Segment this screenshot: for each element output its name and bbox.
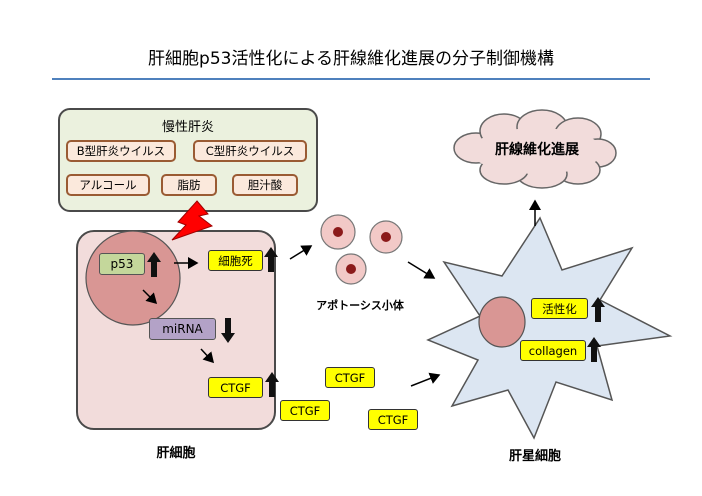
- secreted-ctgf-box: CTGF: [280, 400, 330, 421]
- cell-death-up-arrow-icon: [264, 247, 278, 272]
- hepatocyte-label: 肝細胞: [156, 446, 196, 461]
- apoptotic-body-2: [369, 220, 403, 254]
- mirna-down-arrow-icon: [221, 318, 235, 343]
- collagen-box: collagen: [520, 340, 586, 361]
- page-title: 肝細胞p53活性化による肝線維化進展の分子制御機構: [148, 49, 554, 69]
- stellate-cell: [426, 216, 673, 440]
- collagen-up-arrow-icon: [587, 337, 601, 362]
- ctgf-up-arrow-icon: [265, 372, 279, 397]
- title-divider: [52, 78, 650, 80]
- activation-up-arrow-icon: [591, 297, 605, 322]
- arrow-p53-to-mirna: [142, 289, 158, 305]
- apoptotic-body-label: アポトーシス小体: [316, 299, 404, 312]
- cause-hcv: C型肝炎ウイルス: [193, 140, 307, 162]
- cell-death-box: 細胞死: [208, 250, 263, 271]
- stellate-cell-label: 肝星細胞: [508, 449, 561, 464]
- arrow-death-to-bodies: [289, 245, 313, 260]
- hepatocyte-ctgf-box: CTGF: [208, 377, 263, 398]
- cause-alcohol: アルコール: [66, 174, 150, 196]
- arrow-bodies-to-stellate: [407, 261, 436, 279]
- mirna-box: miRNA: [149, 318, 216, 340]
- apoptotic-body-3: [335, 253, 367, 285]
- activation-box: 活性化: [531, 298, 588, 319]
- chronic-hepatitis-title: 慢性肝炎: [161, 120, 214, 135]
- cause-hbv: B型肝炎ウイルス: [66, 140, 176, 162]
- hepatocyte-nucleus: [85, 230, 181, 326]
- arrow-mirna-to-ctgf: [200, 348, 215, 364]
- secreted-ctgf-box: CTGF: [325, 367, 375, 388]
- stellate-nucleus: [478, 296, 526, 348]
- p53-up-arrow-icon: [147, 252, 161, 277]
- p53-box: p53: [99, 253, 145, 275]
- fibrosis-label: 肝線維化進展: [495, 142, 579, 158]
- cause-bile-acid: 胆汁酸: [232, 174, 298, 196]
- lightning-bolt-icon: [171, 200, 214, 241]
- apoptotic-body-1: [320, 214, 356, 250]
- secreted-ctgf-box: CTGF: [368, 409, 418, 430]
- arrow-ctgf-to-stellate: [410, 372, 441, 387]
- cause-fat: 脂肪: [161, 174, 217, 196]
